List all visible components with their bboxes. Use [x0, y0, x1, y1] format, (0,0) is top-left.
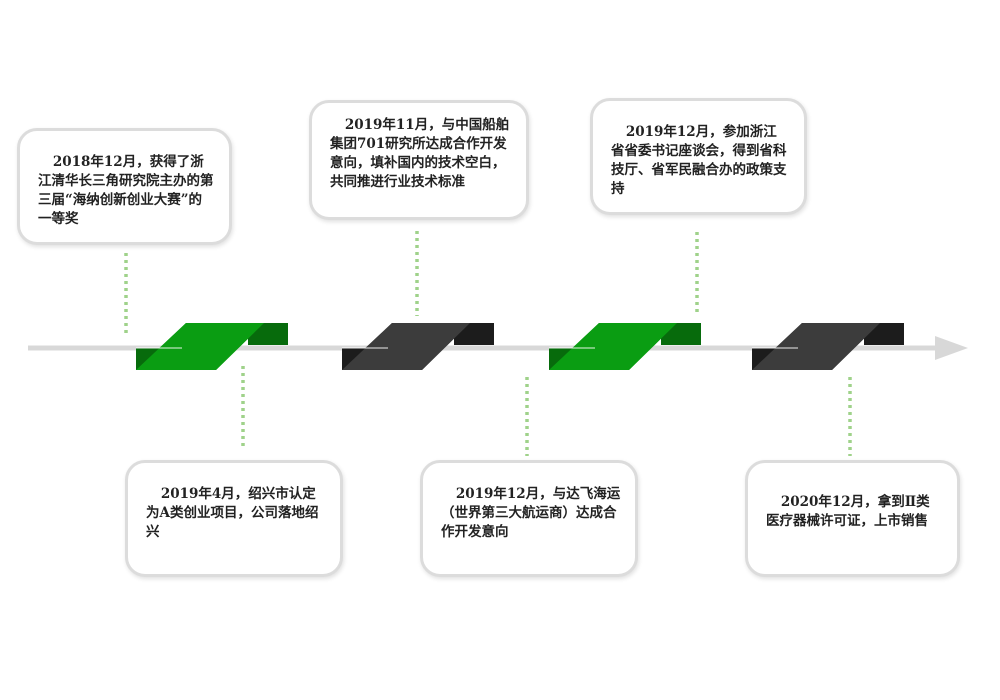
event-text-1: 2018年12月，获得了浙江清华长三角研究院主办的第三届“海纳创新创业大赛”的一… [38, 154, 214, 227]
event-card-4: 2019年12月，与达飞海运（世界第三大航运商）达成合作开发意向 [420, 460, 638, 577]
timeline-marker-1 [136, 323, 288, 370]
event-card-6: 2020年12月，拿到Ⅱ类医疗器械许可证，上市销售 [745, 460, 960, 577]
event-text-2: 2019年4月，绍兴市认定为A类创业项目，公司落地绍兴 [146, 486, 319, 540]
event-text-4: 2019年12月，与达飞海运（世界第三大航运商）达成合作开发意向 [441, 486, 621, 540]
event-card-2: 2019年4月，绍兴市认定为A类创业项目，公司落地绍兴 [125, 460, 343, 577]
marker-face [136, 323, 264, 370]
event-text-6: 2020年12月，拿到Ⅱ类医疗器械许可证，上市销售 [766, 494, 930, 529]
event-card-5: 2019年12月，参加浙江省省委书记座谈会，得到省科技厅、省军民融合办的政策支持 [590, 98, 807, 215]
timeline-marker-2 [342, 323, 494, 370]
event-card-1: 2018年12月，获得了浙江清华长三角研究院主办的第三届“海纳创新创业大赛”的一… [17, 128, 232, 245]
marker-face [752, 323, 880, 370]
event-card-3: 2019年11月，与中国船舶集团701研究所达成合作开发意向，填补国内的技术空白… [309, 100, 529, 220]
event-text-5: 2019年12月，参加浙江省省委书记座谈会，得到省科技厅、省军民融合办的政策支持 [611, 124, 787, 197]
timeline-arrowhead [935, 336, 968, 360]
event-text-3: 2019年11月，与中国船舶集团701研究所达成合作开发意向，填补国内的技术空白… [330, 117, 510, 190]
timeline-marker-4 [752, 323, 904, 370]
marker-face [549, 323, 677, 370]
marker-face [342, 323, 470, 370]
timeline-marker-3 [549, 323, 701, 370]
